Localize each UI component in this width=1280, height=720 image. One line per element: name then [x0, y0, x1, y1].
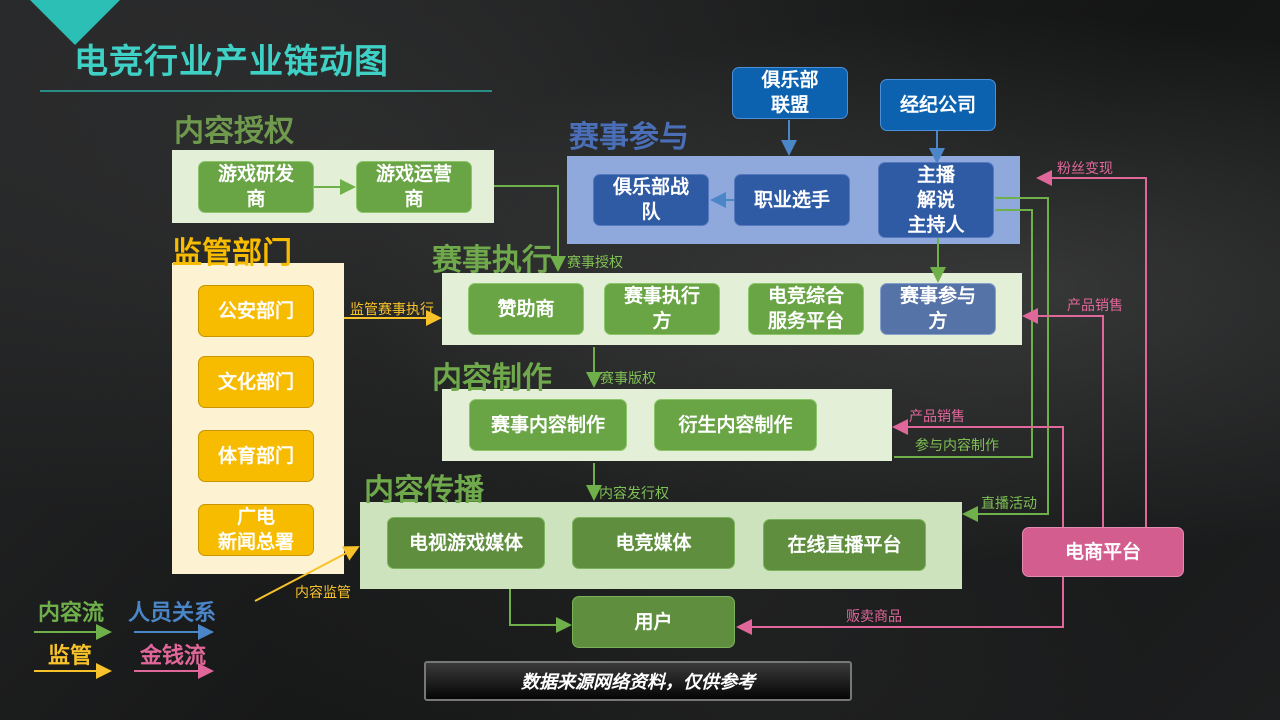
label-fan-monetization: 粉丝变现: [1057, 161, 1113, 177]
edge-anchor-production: [894, 209, 1033, 458]
edge-license-execution: [494, 185, 566, 272]
label-event-license: 赛事授权: [567, 255, 623, 271]
node-derivative-content: 衍生内容制作: [654, 399, 817, 451]
node-public-security: 公安部门: [198, 285, 314, 337]
label-event-copyright: 赛事版权: [600, 371, 656, 387]
legend-supervision: 监管: [48, 644, 93, 669]
node-event-content: 赛事内容制作: [469, 399, 627, 451]
label-content-supervision: 内容监管: [295, 585, 351, 601]
edge-distribution-user: [509, 589, 572, 633]
node-anchor: 主播 解说 主持人: [878, 162, 994, 238]
legend-money-flow: 金钱流: [140, 644, 207, 669]
label-product-sales-2: 产品销售: [909, 409, 965, 425]
page-title: 电竞行业产业链动图: [74, 42, 389, 82]
edge-fan-monetization: [1036, 170, 1147, 527]
legend-personnel: 人员关系: [128, 601, 217, 626]
node-user: 用户: [572, 596, 735, 648]
label-live-activity: 直播活动: [981, 496, 1037, 512]
node-pro-player: 职业选手: [734, 174, 850, 226]
title-underline: [40, 90, 492, 92]
edge-sell-goods: [736, 577, 1064, 635]
node-game-developer: 游戏研发 商: [198, 161, 314, 213]
node-club-team: 俱乐部战 队: [593, 174, 709, 226]
node-game-operator: 游戏运营 商: [356, 161, 472, 213]
label-distribution-right: 内容发行权: [599, 486, 669, 502]
node-sponsor: 赞助商: [468, 283, 584, 335]
legend-content-flow: 内容流: [38, 601, 105, 626]
edge-product-sales-2: [892, 419, 1064, 527]
node-event-executor: 赛事执行 方: [604, 283, 720, 335]
edge-content-supervision: [254, 546, 360, 602]
node-broadcast-admin: 广电 新闻总署: [198, 504, 314, 556]
node-agency: 经纪公司: [880, 79, 996, 131]
label-product-sales-1: 产品销售: [1067, 298, 1123, 314]
edge-product-sales-1: [1022, 308, 1104, 527]
node-event-participant: 赛事参与 方: [880, 283, 996, 335]
label-join-content-production: 参与内容制作: [915, 438, 999, 454]
corner-accent: [30, 0, 120, 45]
section-regulators: 监管部门: [172, 236, 292, 271]
edge-anchor-content: [962, 197, 1049, 522]
node-esports-service: 电竞综合 服务平台: [748, 283, 864, 335]
node-live-platform: 在线直播平台: [763, 519, 926, 571]
section-event-participation: 赛事参与: [569, 120, 689, 155]
section-event-execution: 赛事执行: [432, 243, 552, 278]
label-regulate-execution: 监管赛事执行: [350, 302, 434, 318]
node-culture-dept: 文化部门: [198, 356, 314, 408]
section-content-distribution: 内容传播: [364, 473, 484, 508]
node-esports-media: 电竞媒体: [572, 517, 735, 569]
node-sports-dept: 体育部门: [198, 430, 314, 482]
section-content-license: 内容授权: [174, 114, 294, 149]
node-ecommerce: 电商平台: [1022, 527, 1184, 577]
footer-note: 数据来源网络资料，仅供参考: [424, 661, 852, 701]
label-sell-goods: 贩卖商品: [846, 609, 902, 625]
node-tv-media: 电视游戏媒体: [387, 517, 545, 569]
section-content-production: 内容制作: [432, 361, 552, 396]
node-club-league: 俱乐部 联盟: [732, 67, 848, 119]
